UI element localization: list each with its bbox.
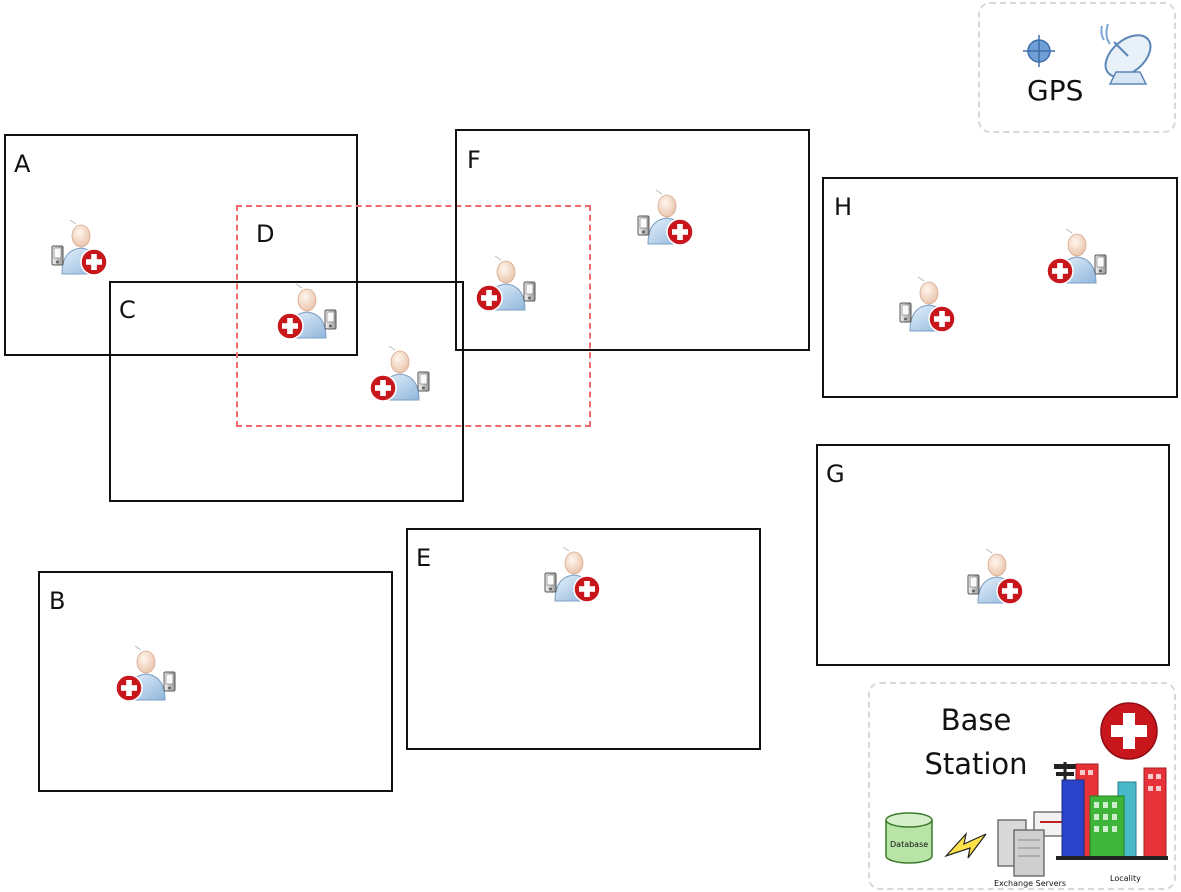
base-station-panel: Base Station Database Exchange Servers (868, 682, 1176, 890)
zone-label-h: H (834, 193, 853, 221)
gps-panel: GPS (978, 2, 1176, 133)
zone-d (236, 205, 591, 427)
user-icon-h1 (1046, 225, 1108, 287)
zone-label-b: B (49, 587, 66, 615)
zone-a (4, 134, 358, 356)
user-icon-f1 (475, 252, 537, 314)
database-label: Database (890, 840, 929, 849)
zone-label-f: F (467, 146, 481, 174)
user-icon-d2 (369, 342, 431, 404)
zone-g (816, 444, 1170, 666)
user-icon-b (115, 642, 177, 704)
servers-label: Exchange Servers (994, 879, 1067, 888)
city-buildings-icon (1056, 763, 1168, 860)
red-cross-icon (1100, 702, 1158, 760)
base-station-title-line1: Base (940, 703, 1012, 737)
user-icon-h2 (898, 273, 960, 335)
gps-label: GPS (1027, 74, 1084, 107)
user-icon-d1 (276, 280, 338, 342)
satellite-dish-icon (1100, 23, 1152, 85)
zone-label-g: G (826, 460, 845, 488)
zone-label-c: C (119, 296, 136, 324)
zone-e (406, 528, 761, 750)
zone-label-e: E (416, 544, 432, 572)
zone-b (38, 571, 393, 792)
user-icon-g (966, 545, 1028, 607)
zone-h (822, 177, 1178, 398)
locality-label: Locality (1110, 874, 1141, 883)
zone-c (109, 281, 464, 502)
zone-f (455, 129, 810, 351)
lightning-icon (944, 831, 987, 859)
user-icon-e (543, 543, 605, 605)
user-icon-f2 (636, 186, 698, 248)
database-icon (885, 812, 933, 864)
zone-label-a: A (14, 150, 31, 178)
zone-label-d: D (256, 220, 275, 248)
base-station-title-line2: Station (924, 747, 1028, 781)
user-icon-a (50, 216, 112, 278)
crosshair-icon (1023, 35, 1055, 67)
